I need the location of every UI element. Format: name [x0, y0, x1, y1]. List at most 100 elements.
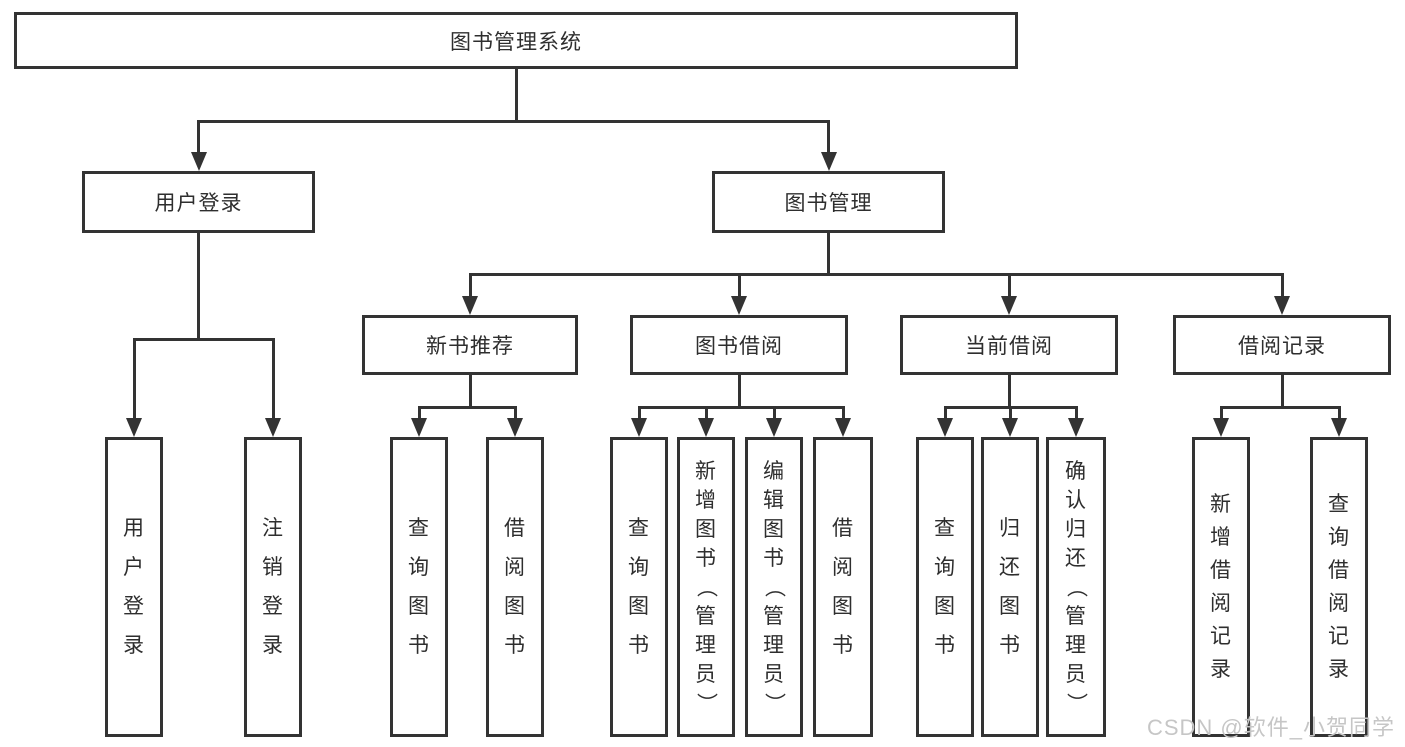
node-label-char: 新	[695, 459, 717, 483]
connector-line	[737, 375, 741, 409]
arrow-down-icon	[1331, 418, 1347, 437]
node-br-add-record: 新增借阅记录	[1192, 437, 1250, 737]
node-label-char: 录	[123, 634, 145, 657]
node-label-char: 图	[628, 595, 650, 618]
node-label: 新书推荐	[426, 335, 514, 358]
node-label-char: 图	[934, 595, 956, 618]
node-label-char: 阅	[1210, 592, 1232, 615]
arrow-down-icon	[1213, 418, 1229, 437]
node-label-char: 查	[408, 517, 430, 540]
node-label-char: 书	[408, 634, 430, 657]
connector-line	[197, 120, 830, 123]
node-current-borrow: 当前借阅	[900, 315, 1118, 375]
node-label-char: 查	[1328, 493, 1350, 516]
node-label-char: 员	[1065, 662, 1087, 686]
node-label-char: 录	[1328, 658, 1350, 681]
node-label-char: 增	[1210, 526, 1232, 549]
arrow-down-icon	[411, 418, 427, 437]
arrow-down-icon	[731, 296, 747, 315]
node-label-char: （	[694, 576, 718, 598]
node-label-char: 图	[504, 595, 526, 618]
node-label: 用户登录	[154, 192, 243, 215]
node-label-char: 员	[695, 662, 717, 686]
node-label-char: 还	[999, 556, 1021, 579]
connector-line	[197, 120, 200, 156]
node-label-char: 录	[1210, 658, 1232, 681]
node-bb-edit-book: 编辑图书 （ 管理员 ）	[745, 437, 803, 737]
node-label-char: （	[762, 576, 786, 598]
node-label-char: 销	[262, 556, 284, 579]
connector-line	[637, 406, 845, 409]
node-label-char: 书	[695, 546, 717, 570]
node-label-char: 员	[763, 662, 785, 686]
node-user-login: 用户登录	[82, 171, 315, 233]
node-label: 图书管理系统	[450, 30, 582, 54]
node-book-borrow: 图书借阅	[630, 315, 848, 375]
node-label-char: 书	[832, 634, 854, 657]
arrow-down-icon	[1068, 418, 1084, 437]
node-label-char: 图	[832, 595, 854, 618]
connector-line	[841, 406, 845, 422]
node-label-char: 图	[763, 517, 785, 541]
node-label-char: 书	[504, 634, 526, 657]
connector-line	[513, 406, 517, 422]
node-label-char: 询	[408, 556, 430, 579]
node-label: 图书管理	[784, 192, 873, 215]
node-label-char: 查	[934, 517, 956, 540]
node-label-char: 理	[695, 633, 717, 657]
connector-line	[772, 406, 776, 422]
arrow-down-icon	[1001, 296, 1017, 315]
node-label-char: 询	[934, 556, 956, 579]
arrow-down-icon	[507, 418, 523, 437]
node-label-char: ）	[1064, 692, 1088, 714]
node-label-char: 管	[1065, 604, 1087, 628]
connector-line	[132, 338, 275, 341]
node-book-mgmt: 图书管理	[712, 171, 945, 233]
arrow-down-icon	[937, 418, 953, 437]
connector-line	[1219, 406, 1223, 422]
node-new-book-rec: 新书推荐	[362, 315, 578, 375]
node-label-char: 图	[999, 595, 1021, 618]
node-label-char: 书	[763, 546, 785, 570]
node-root: 图书管理系统	[14, 12, 1018, 69]
node-label-char: 阅	[1328, 592, 1350, 615]
node-label-char: （	[1064, 576, 1088, 598]
node-label-char: 还	[1065, 546, 1087, 570]
arrow-down-icon	[1002, 418, 1018, 437]
node-label-char: 辑	[763, 488, 785, 512]
node-label-char: 询	[628, 556, 650, 579]
node-label-char: 认	[1065, 488, 1087, 512]
arrow-down-icon	[1274, 296, 1290, 315]
node-label-char: 查	[628, 517, 650, 540]
arrow-down-icon	[631, 418, 647, 437]
node-bb-add-book: 新增图书（管理员）	[677, 437, 735, 737]
node-label-char: 管	[695, 604, 717, 628]
node-bb-query-book: 查询图书	[610, 437, 668, 737]
node-label-char: 书	[934, 634, 956, 657]
node-cb-query-book: 查询图书	[916, 437, 974, 737]
connector-line	[417, 406, 517, 409]
node-label-char: 理	[763, 633, 785, 657]
connector-line	[468, 273, 472, 300]
node-label-char: 书	[628, 634, 650, 657]
watermark-text: CSDN @软件_小贺同学	[1146, 715, 1395, 740]
connector-line	[1008, 406, 1012, 422]
connector-line	[1280, 375, 1284, 409]
node-br-query-record: 查询借阅记录	[1310, 437, 1368, 737]
connector-line	[704, 406, 708, 422]
node-bb-borrow-book: 借阅图书	[813, 437, 873, 737]
node-label: 图书借阅	[695, 335, 783, 358]
node-label-char: 图	[408, 595, 430, 618]
connector-line	[943, 406, 947, 422]
node-label-char: 户	[123, 556, 145, 579]
node-label-char: ）	[762, 692, 786, 714]
node-rec-borrow-book: 借阅图书	[486, 437, 544, 737]
node-label-char: 借	[1210, 559, 1232, 582]
node-label-char: 管	[763, 604, 785, 628]
arrow-down-icon	[835, 418, 851, 437]
node-label-char: 编	[763, 459, 785, 483]
node-label-char: 录	[262, 634, 284, 657]
node-label: 借阅记录	[1238, 335, 1326, 358]
node-cb-confirm-return: 确认归还（管理员）	[1046, 437, 1106, 737]
connector-line	[1074, 406, 1078, 422]
